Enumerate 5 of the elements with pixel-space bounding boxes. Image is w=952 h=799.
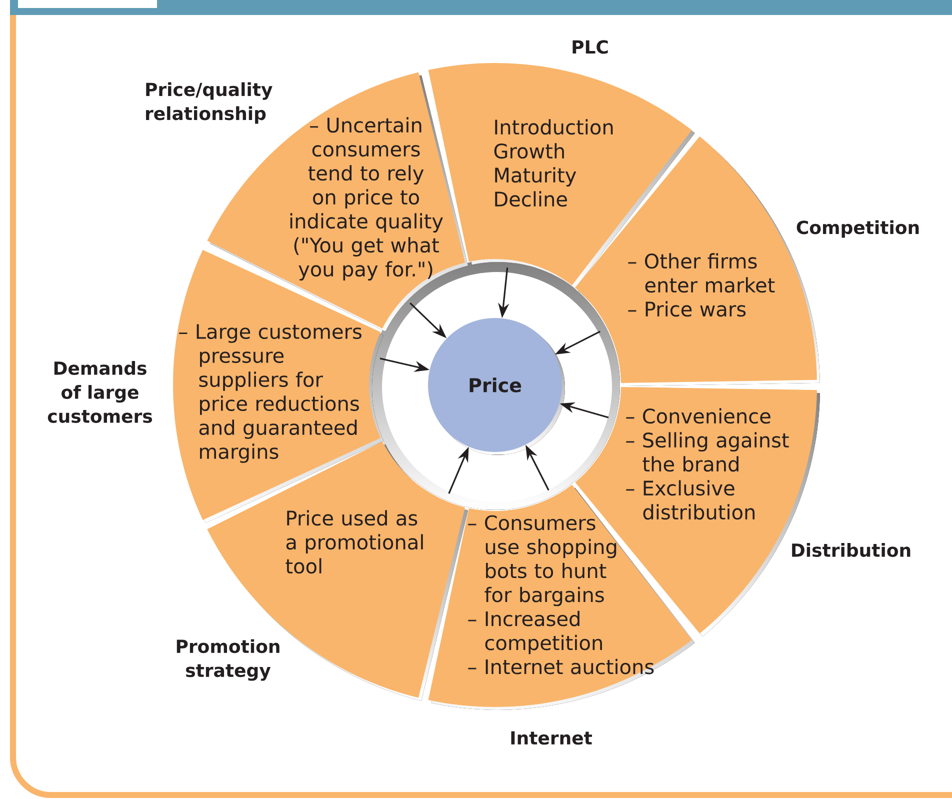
segment-heading: Competition — [796, 220, 919, 238]
segment-heading: PLC — [572, 40, 608, 54]
segment-heading: Distribution — [792, 543, 910, 557]
segment-heading: Demands of large customers — [48, 361, 152, 423]
segment-heading: Internet — [511, 731, 592, 745]
